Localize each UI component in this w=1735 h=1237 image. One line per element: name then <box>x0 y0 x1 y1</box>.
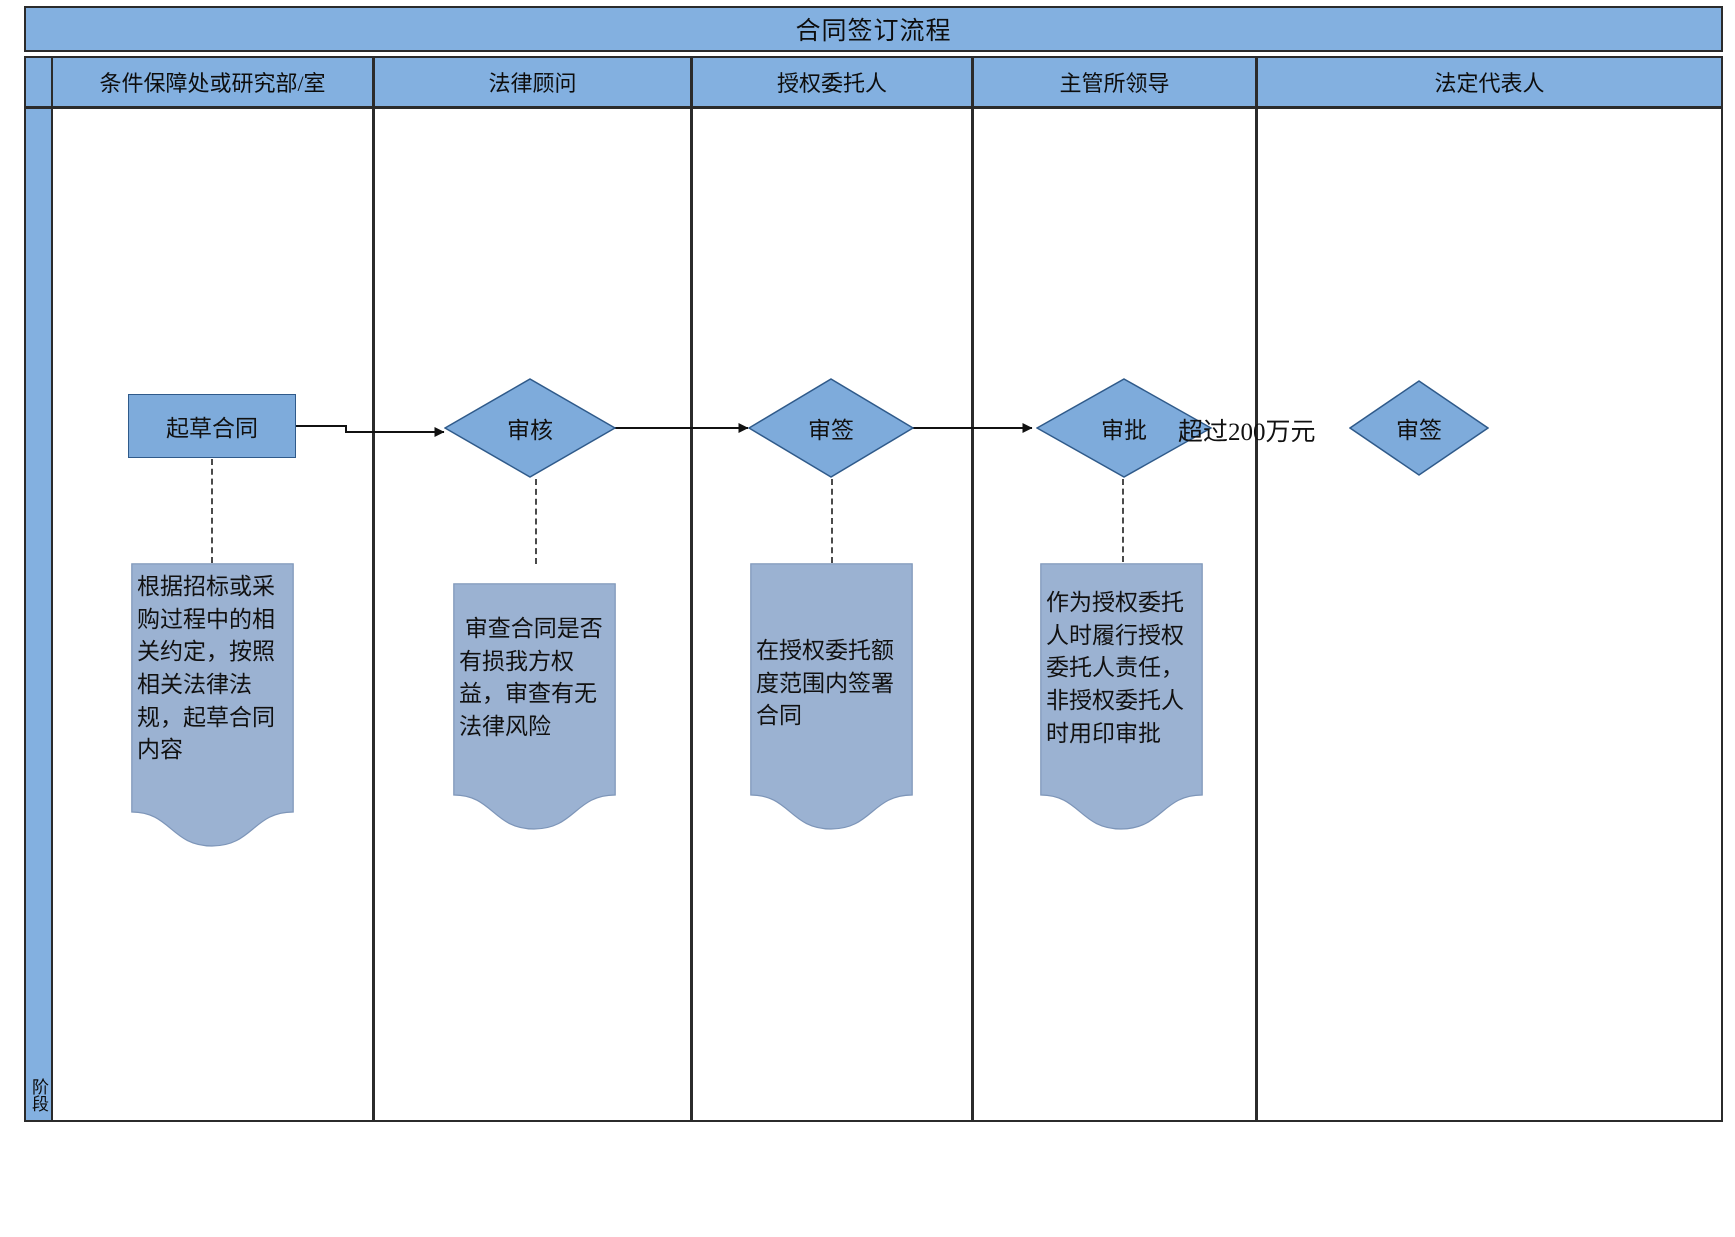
node-draft-contract-label: 起草合同 <box>166 416 258 441</box>
note-connector-4 <box>1122 479 1124 562</box>
node-draft-contract[interactable]: 起草合同 <box>128 394 296 458</box>
node-approve[interactable]: 审批 <box>1036 378 1212 478</box>
lane-column-5 <box>1257 107 1723 1122</box>
note-legal-review: 审查合同是否有损我方权益，审查有无法律风险 <box>453 583 616 838</box>
node-review[interactable]: 审核 <box>444 378 616 478</box>
edge-label-over-2million: 超过200万元 <box>1178 419 1316 446</box>
note-draft-contract: 根据招标或采购过程中的相关约定，按照相关法律法规，起草合同内容 <box>131 563 294 855</box>
node-sign-legal-rep-label: 审签 <box>1396 418 1442 443</box>
note-draft-contract-text: 根据招标或采购过程中的相关约定，按照相关法律法规，起草合同内容 <box>137 574 275 763</box>
node-sign-legal-rep[interactable]: 审签 <box>1349 380 1489 476</box>
diagram-title: 合同签订流程 <box>795 18 952 45</box>
note-sign-within-limit-text: 在授权委托额度范围内签署合同 <box>756 638 894 729</box>
note-approval-duty: 作为授权委托人时履行授权委托人责任，非授权委托人时用印审批 <box>1040 563 1203 838</box>
note-connector-1 <box>211 459 213 563</box>
note-legal-review-text: 审查合同是否有损我方权益，审查有无法律风险 <box>459 616 603 739</box>
node-sign-authorized[interactable]: 审签 <box>748 378 914 478</box>
note-connector-3 <box>831 479 833 563</box>
node-review-label: 审核 <box>507 418 553 443</box>
note-connector-2 <box>535 479 537 564</box>
lane-header-1: 条件保障处或研究部/室 <box>52 56 374 108</box>
node-sign-authorized-label: 审签 <box>808 418 854 443</box>
diagram-title-bar: 合同签订流程 <box>24 6 1723 52</box>
phase-label: 阶段 <box>29 1078 48 1112</box>
note-approval-duty-text: 作为授权委托人时履行授权委托人责任，非授权委托人时用印审批 <box>1046 590 1184 746</box>
node-approve-label: 审批 <box>1101 418 1147 443</box>
note-sign-within-limit: 在授权委托额度范围内签署合同 <box>750 563 913 838</box>
lane-header-4: 主管所领导 <box>973 56 1257 108</box>
lane-gutter-body: 阶段 <box>24 107 52 1122</box>
